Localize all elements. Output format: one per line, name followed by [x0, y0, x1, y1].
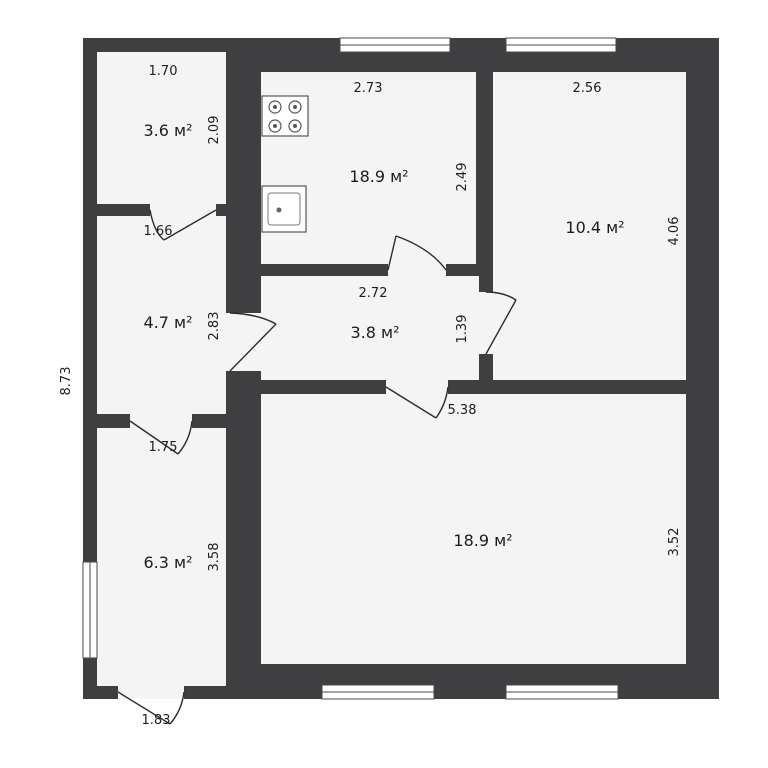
- door-gap-entrance: [118, 685, 184, 699]
- area-bedroom: 10.4 м²: [565, 218, 624, 237]
- dim-storage-height: 2.09: [207, 116, 222, 145]
- dim-vestibule-height: 3.58: [207, 543, 222, 572]
- room-bedroom: [493, 72, 686, 380]
- dim-living-width: 5.38: [448, 403, 477, 418]
- door-gap-bedroom: [478, 292, 494, 354]
- door-swing-vestibule: [129, 420, 193, 455]
- door-gap-kitchen: [388, 263, 446, 277]
- dim-total-height: 8.73: [59, 367, 74, 396]
- window-vestibule: [82, 561, 98, 659]
- door-swing-kitchen: [387, 235, 447, 271]
- room-vestibule: [97, 428, 226, 686]
- door-gap-vestibule: [130, 413, 192, 429]
- window-kitchen: [339, 37, 451, 53]
- dim-storage-door: 1.66: [144, 224, 173, 239]
- area-living: 18.9 м²: [453, 531, 512, 550]
- window-bedroom: [505, 37, 617, 53]
- dim-storage-width: 1.70: [149, 64, 178, 79]
- area-storage: 3.6 м²: [143, 121, 192, 140]
- dim-hall-width: 2.72: [359, 286, 388, 301]
- door-gap-storage: [150, 203, 216, 217]
- window-living-left: [321, 684, 435, 700]
- dim-bedroom-height: 4.06: [667, 217, 682, 246]
- door-swing-storage: [149, 209, 217, 241]
- door-swing-bedroom: [485, 291, 517, 355]
- dim-vestibule-door: 1.83: [142, 713, 171, 728]
- area-kitchen: 18.9 м²: [349, 167, 408, 186]
- dim-living-height: 3.52: [667, 528, 682, 557]
- door-swing-corridor: [229, 312, 277, 372]
- area-vestibule: 6.3 м²: [143, 553, 192, 572]
- dim-bedroom-width: 2.56: [573, 81, 602, 96]
- room-corridor-left: [97, 216, 226, 414]
- dim-corridor-height: 2.83: [207, 312, 222, 341]
- room-living: [261, 394, 686, 664]
- room-hall: [261, 276, 479, 380]
- dim-kitchen-height: 2.49: [455, 163, 470, 192]
- door-gap-corridor: [226, 313, 262, 371]
- door-swing-entrance: [117, 691, 185, 725]
- door-gap-living: [386, 379, 448, 395]
- area-corridor-left: 4.7 м²: [143, 313, 192, 332]
- room-storage: [97, 52, 226, 204]
- dim-hall-height: 1.39: [455, 315, 470, 344]
- dim-corridor-door: 1.75: [149, 440, 178, 455]
- dim-kitchen-width: 2.73: [354, 81, 383, 96]
- stove-icon: [261, 95, 309, 137]
- sink-icon: [261, 185, 307, 233]
- window-living-right: [505, 684, 619, 700]
- area-hall: 3.8 м²: [350, 323, 399, 342]
- door-swing-living: [385, 386, 449, 419]
